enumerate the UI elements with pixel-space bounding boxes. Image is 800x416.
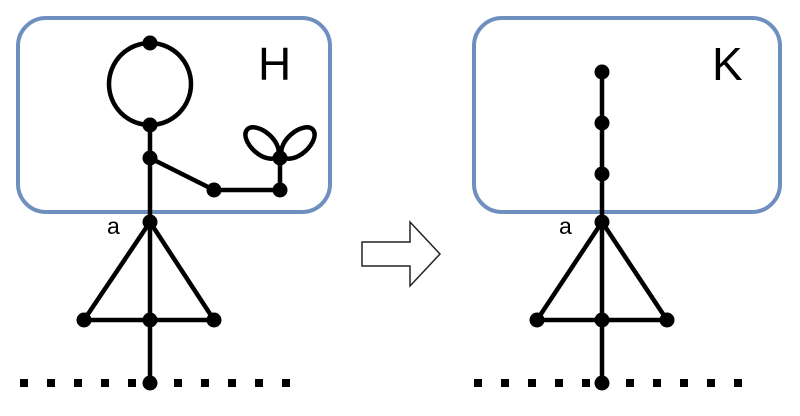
left-node-bottom	[142, 375, 158, 391]
left-node-branch-end	[272, 182, 288, 198]
left-dotted-baseline	[20, 379, 290, 387]
left-node-loop-bottom	[142, 117, 158, 133]
left-node-branch-mid	[206, 182, 222, 198]
right-graph: K a	[472, 16, 782, 391]
left-node-tri-right	[206, 312, 222, 328]
left-node-branch-root	[142, 150, 158, 166]
left-node-loop-top	[142, 35, 158, 51]
right-node-a	[594, 214, 610, 230]
left-graph-box-h	[16, 16, 332, 214]
right-box-label: K	[712, 38, 743, 90]
right-node-tri-right	[659, 312, 675, 328]
right-node-tri-mid	[594, 312, 610, 328]
right-node-lower	[594, 166, 610, 182]
right-vertex-label-a: a	[559, 213, 572, 239]
left-vertex-label-a: a	[107, 213, 120, 239]
left-box-label: H	[258, 38, 291, 90]
left-branch-edge	[147, 155, 283, 193]
right-node-bottom	[594, 375, 610, 391]
right-node-top	[594, 64, 610, 80]
left-graph: H a	[16, 16, 332, 391]
left-top-loop	[106, 40, 194, 128]
right-node-upper	[594, 115, 610, 131]
left-node-petal	[272, 150, 288, 166]
left-node-tri-left	[76, 312, 92, 328]
left-node-a	[142, 214, 158, 230]
right-dotted-baseline	[474, 379, 742, 387]
right-arrow-icon	[361, 220, 442, 288]
right-node-tri-left	[529, 312, 545, 328]
left-node-tri-mid	[142, 312, 158, 328]
right-graph-box-k	[472, 16, 782, 214]
